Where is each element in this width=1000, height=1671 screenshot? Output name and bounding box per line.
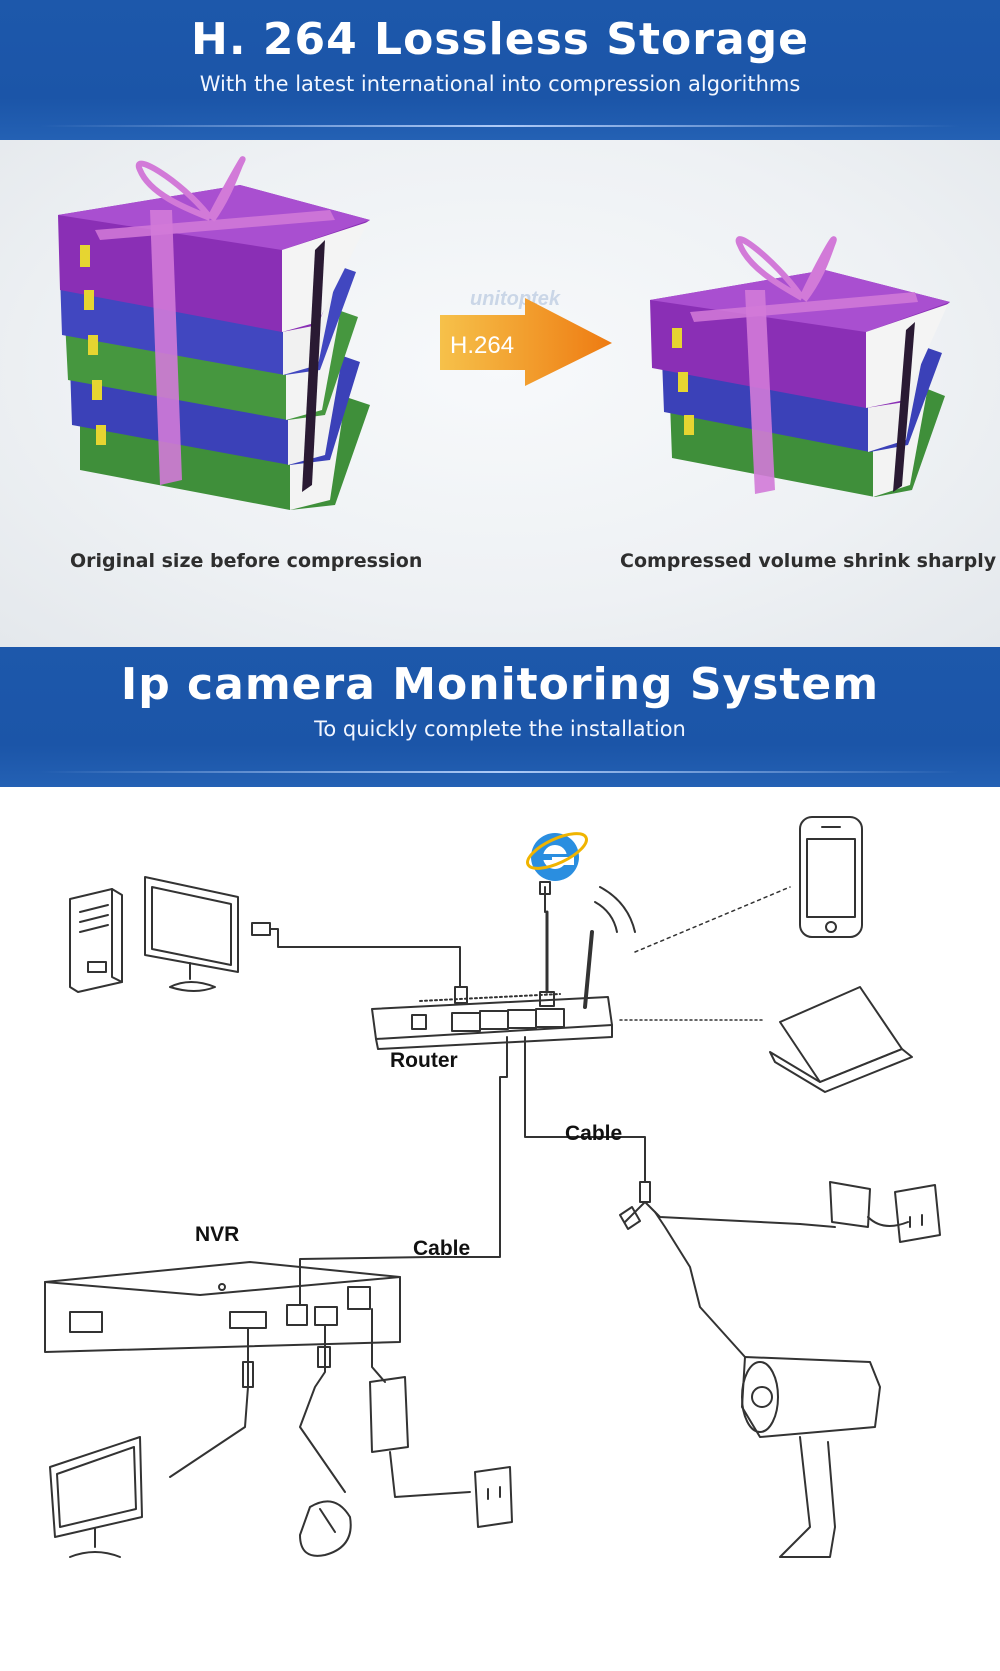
wall-socket-icon bbox=[894, 1184, 941, 1243]
nvr-recorder-icon bbox=[44, 1261, 401, 1353]
router-label: Router bbox=[390, 1049, 458, 1072]
wall-socket-icon bbox=[474, 1466, 513, 1528]
power-adapter-icon bbox=[369, 1376, 471, 1498]
cable-label-bottom: Cable bbox=[413, 1237, 471, 1260]
monitoring-banner-subtitle: To quickly complete the installation bbox=[314, 717, 686, 741]
smartphone-icon bbox=[799, 816, 863, 938]
cable-label-top: Cable bbox=[565, 1122, 623, 1145]
internet-explorer-icon bbox=[526, 832, 588, 881]
compressed-books-icon bbox=[650, 236, 950, 497]
banner-divider bbox=[40, 771, 960, 773]
desktop-computer-icon bbox=[69, 888, 123, 993]
arrow-label: H.264 bbox=[450, 332, 514, 359]
laptop-icon bbox=[769, 986, 913, 1093]
network-diagram: Router NVR Cable Cable bbox=[0, 787, 1000, 1667]
caption-original-size: Original size before compression bbox=[70, 550, 423, 572]
monitor-icon bbox=[49, 1436, 143, 1558]
mouse-icon bbox=[299, 1500, 352, 1557]
storage-banner: H. 264 Lossless Storage With the latest … bbox=[0, 0, 1000, 140]
router-icon bbox=[371, 930, 613, 1050]
power-adapter-icon bbox=[799, 1181, 871, 1228]
monitoring-banner-title: Ip camera Monitoring System bbox=[120, 659, 880, 710]
monitoring-banner: Ip camera Monitoring System To quickly c… bbox=[0, 647, 1000, 787]
caption-compressed-size: Compressed volume shrink sharply bbox=[620, 550, 997, 572]
ip-camera-icon bbox=[741, 1356, 881, 1558]
storage-banner-subtitle: With the latest international into compr… bbox=[199, 72, 801, 96]
nvr-label: NVR bbox=[195, 1223, 240, 1246]
compression-illustration: unitoptek H.264 bbox=[0, 140, 1000, 647]
watermark-text: unitoptek bbox=[470, 288, 561, 310]
banner-divider bbox=[40, 125, 960, 127]
monitor-icon bbox=[144, 876, 239, 992]
storage-banner-title: H. 264 Lossless Storage bbox=[191, 14, 809, 65]
compression-arrow-icon bbox=[440, 298, 612, 386]
original-books-icon bbox=[58, 156, 370, 510]
